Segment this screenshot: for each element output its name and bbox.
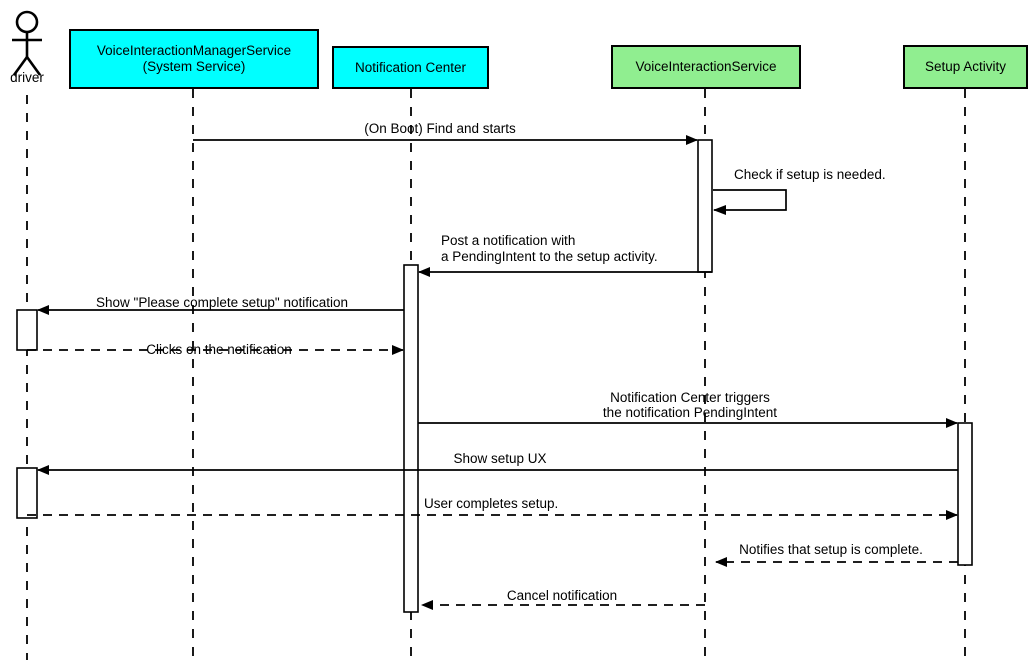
message-label-user-completes-setup: User completes setup.: [424, 496, 559, 511]
participant-box-voice-interaction-service[interactable]: VoiceInteractionService: [611, 45, 801, 89]
participant-label-vims-line2: (System Service): [142, 59, 246, 74]
message-label-on-boot-find-and-starts: (On Boot) Find and starts: [364, 121, 516, 136]
message-label-show-please-complete-setup-notification: Show "Please complete setup" notificatio…: [96, 295, 348, 310]
activation-bar-driver-1: [16, 309, 38, 351]
message-label-notification-center-triggers-line2: the notification PendingIntent: [602, 405, 778, 420]
participant-label-setup-activity: Setup Activity: [924, 59, 1007, 74]
message-label-notification-center-triggers-line1: Notification Center triggers: [610, 390, 770, 405]
participant-box-notification-center[interactable]: Notification Center: [332, 46, 489, 89]
participant-box-voice-interaction-manager-service[interactable]: VoiceInteractionManagerService (System S…: [69, 29, 319, 89]
message-label-notifies-that-setup-is-complete: Notifies that setup is complete.: [739, 542, 923, 557]
participant-box-setup-activity[interactable]: Setup Activity: [903, 45, 1028, 89]
participant-label-notification-center: Notification Center: [354, 59, 467, 75]
participant-label-voice-interaction-service: VoiceInteractionService: [635, 59, 777, 74]
message-label-post-a-notification-line2: a PendingIntent to the setup activity.: [441, 249, 658, 264]
message-label-check-if-setup-is-needed: Check if setup is needed.: [734, 167, 886, 182]
participant-label-driver: driver: [10, 70, 44, 85]
actor-driver-icon: [12, 10, 42, 76]
activation-bar-setup-activity: [957, 422, 973, 566]
message-label-cancel-notification: Cancel notification: [506, 588, 618, 603]
activation-bar-voice-interaction-service: [697, 139, 713, 273]
participant-label-vims-line1: VoiceInteractionManagerService: [96, 43, 292, 58]
message-label-post-a-notification-line1: Post a notification with: [441, 233, 576, 248]
activation-bar-driver-2: [16, 467, 38, 519]
message-arrow-check-if-setup-is-needed: [713, 189, 787, 215]
message-label-show-setup-ux: Show setup UX: [453, 451, 547, 466]
message-label-clicks-on-the-notification: Clicks on the notification: [146, 342, 292, 357]
activation-bar-notification-center: [403, 264, 419, 613]
